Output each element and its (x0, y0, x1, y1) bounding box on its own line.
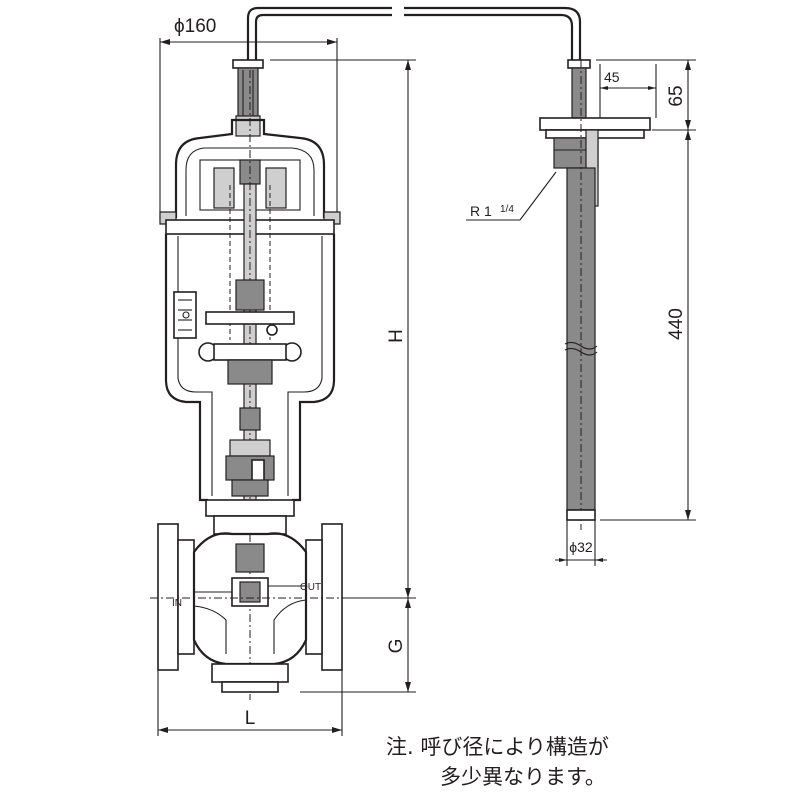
dim-bulb-length: 440 (600, 130, 696, 521)
actuator-top-fitting (232, 59, 264, 137)
note-line-1: 注. 呼び径により構造が (386, 735, 609, 759)
dim-length-label: L (245, 708, 256, 729)
dim-bulb-flange-width-label: 45 (604, 69, 620, 85)
outlet-label: OUT (300, 582, 321, 593)
dim-height-label: H (386, 329, 407, 343)
dim-bulb-thread-label: R 1 (470, 203, 492, 219)
dim-height-lower-label: G (386, 639, 407, 654)
dim-length: L (157, 670, 343, 736)
valve-body: IN OUT (150, 499, 352, 693)
dim-bulb-diameter: ϕ32 (555, 520, 607, 566)
inlet-label: IN (172, 598, 182, 609)
dim-bulb-flange-height-label: 65 (666, 85, 687, 106)
dim-top-diameter-label: ϕ160 (174, 16, 216, 37)
capillary-tube (246, 6, 582, 62)
dim-bulb-length-label: 440 (666, 308, 687, 340)
dim-bulb-diameter-label: ϕ32 (569, 539, 593, 555)
sensing-bulb (539, 59, 651, 530)
dim-bulb-thread-frac: 1/4 (500, 204, 514, 215)
dim-bulb-thread: R 1 1/4 (466, 171, 557, 221)
yoke-frame (164, 234, 336, 502)
note-line-2: 多少異なります。 (440, 765, 606, 789)
dim-height: H G (270, 59, 416, 693)
dim-bulb-flange: 45 65 (596, 59, 696, 131)
dim-top-diameter: ϕ160 (159, 16, 338, 220)
